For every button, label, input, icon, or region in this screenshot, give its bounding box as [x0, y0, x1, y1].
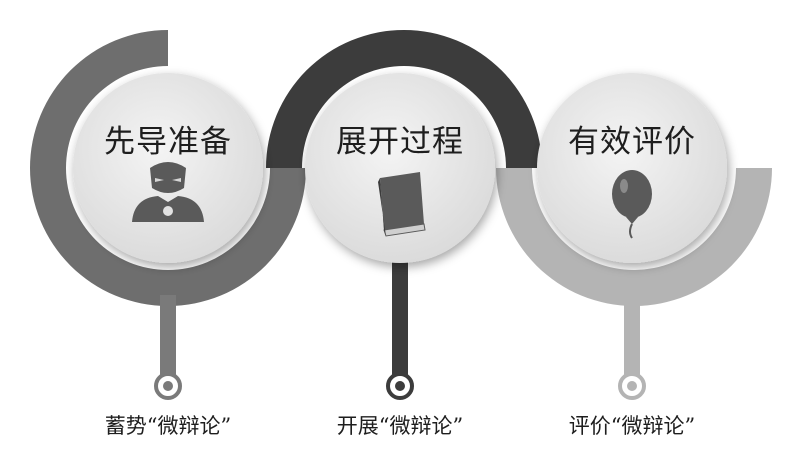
step1-arc: [30, 30, 168, 306]
step2-circle: [305, 73, 495, 263]
step3-circle: [537, 73, 727, 263]
step2-caption: 开展“微辩论”: [336, 414, 464, 438]
step1-caption: 蓄势“微辩论”: [104, 414, 232, 438]
step3-caption: 评价“微辩论”: [568, 414, 696, 438]
step3-node: [618, 372, 646, 400]
step2-arc-top: [266, 30, 542, 168]
step3-title: 有效评价: [568, 124, 696, 160]
step1-node: [154, 372, 182, 400]
step3-arc: [496, 168, 772, 306]
iron-man-icon: [132, 162, 204, 222]
step2-node: [386, 372, 414, 400]
step2-title: 展开过程: [336, 124, 464, 160]
step2-stem: [392, 240, 408, 377]
book-icon: [378, 172, 426, 237]
step1-title: 先导准备: [104, 124, 232, 160]
balloon-icon: [612, 170, 652, 239]
step3-stem: [624, 280, 640, 377]
step1-arc-lower: [168, 168, 306, 306]
step1-stem: [160, 295, 176, 377]
